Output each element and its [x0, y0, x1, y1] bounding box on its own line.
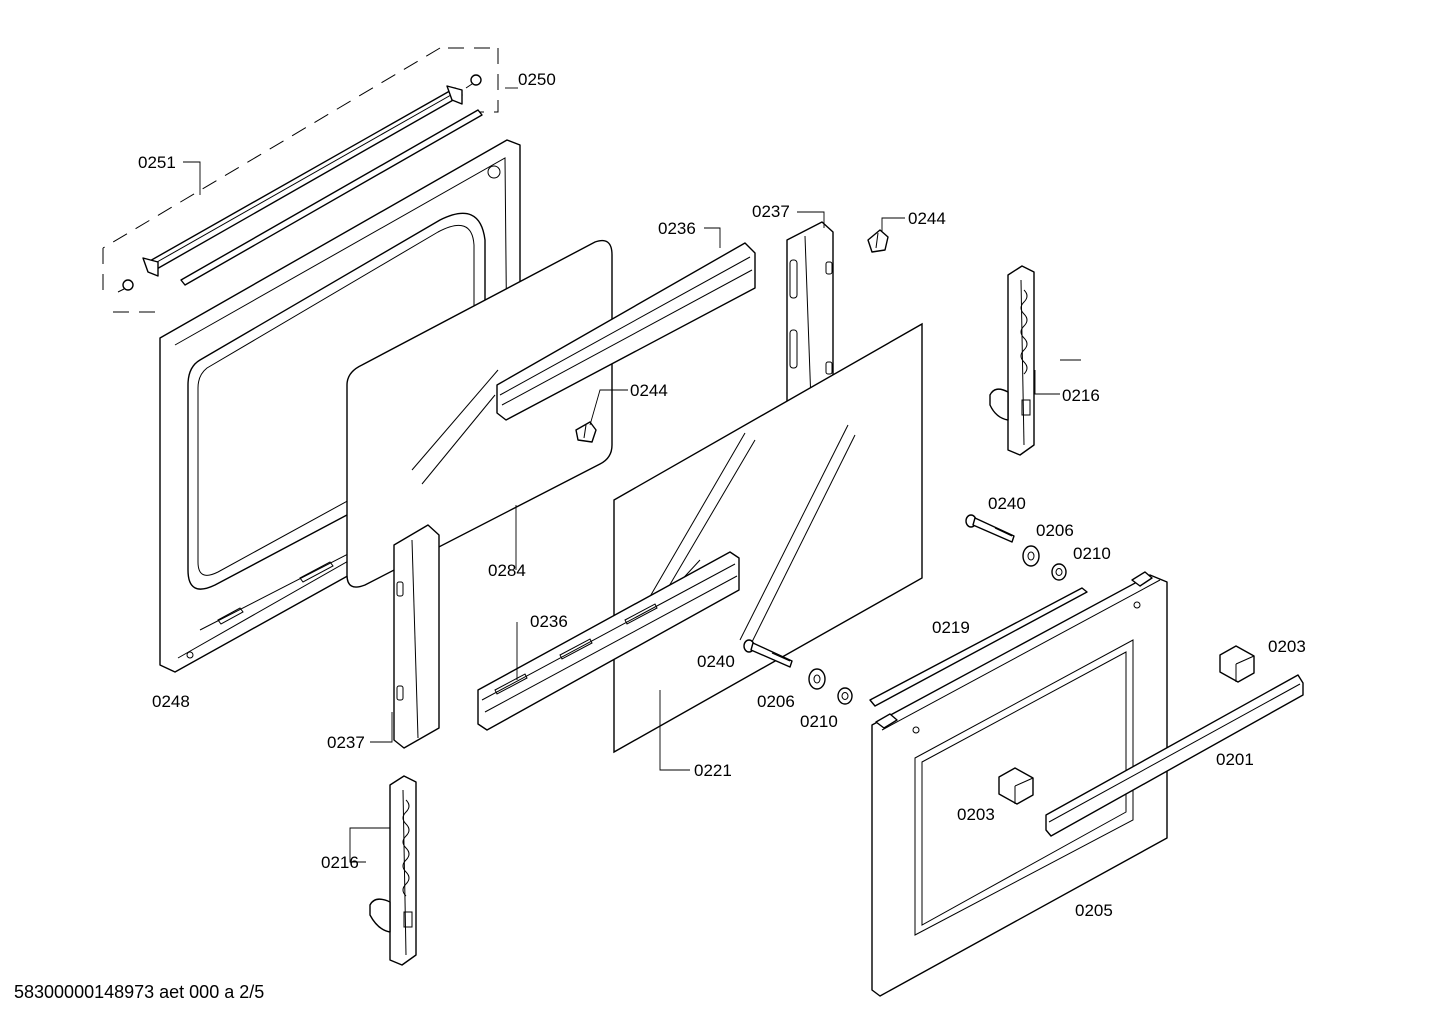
label-0206-upper: 0206	[1036, 521, 1074, 540]
label-0216-upper: 0216	[1062, 386, 1100, 405]
thin-strip-0250	[180, 109, 483, 286]
handle-mount-0203-left	[998, 767, 1034, 805]
label-0244-upper: 0244	[908, 209, 946, 228]
label-0219: 0219	[932, 618, 970, 637]
handle-mount-0203-right	[1219, 645, 1255, 683]
clip-0244-middle	[575, 421, 597, 443]
label-0203-left: 0203	[957, 805, 995, 824]
trim-strip-0251	[117, 74, 482, 293]
washer-0206-lower	[808, 668, 826, 690]
label-0284: 0284	[488, 561, 526, 580]
label-0250: 0250	[518, 70, 556, 89]
label-0244-middle: 0244	[630, 381, 668, 400]
part-labels: 0250 0251 0236 0237 0244 0216 0244 0240 …	[138, 70, 1306, 920]
leader-lines	[183, 87, 1081, 863]
rail-lower-0236	[477, 551, 740, 731]
inner-glass-pane-0284	[346, 239, 613, 588]
label-0251: 0251	[138, 153, 176, 172]
label-0221: 0221	[694, 761, 732, 780]
side-profile-0237-lower	[393, 524, 440, 749]
label-0236-lower: 0236	[530, 612, 568, 631]
label-0240-lower: 0240	[697, 652, 735, 671]
label-0203-right: 0203	[1268, 637, 1306, 656]
seal-strip-0219	[869, 587, 1088, 707]
label-0216-lower: 0216	[321, 853, 359, 872]
drawing-reference: 58300000148973 aet 000 a 2/5	[14, 982, 264, 1002]
handle-0201	[1045, 674, 1304, 837]
label-0237-upper: 0237	[752, 202, 790, 221]
hinge-0216-lower	[369, 775, 417, 966]
bolt-0240-upper	[965, 514, 1015, 543]
nut-0210-lower	[837, 687, 853, 705]
nut-0210-upper	[1051, 563, 1067, 581]
label-0248: 0248	[152, 692, 190, 711]
label-0210-upper: 0210	[1073, 544, 1111, 563]
label-0201: 0201	[1216, 750, 1254, 769]
clip-0244-upper	[867, 229, 889, 253]
label-0210-lower: 0210	[800, 712, 838, 731]
label-0237-lower: 0237	[327, 733, 365, 752]
label-0240-upper: 0240	[988, 494, 1026, 513]
label-0205: 0205	[1075, 901, 1113, 920]
bolt-0240-lower	[743, 639, 793, 668]
hinge-0216-upper	[989, 265, 1035, 456]
assembly-outline-0250-0251	[102, 47, 499, 313]
label-0236-upper: 0236	[658, 219, 696, 238]
rail-upper-0236	[496, 242, 756, 421]
middle-glass-pane-0221	[613, 322, 923, 754]
washer-0206-upper	[1022, 545, 1040, 567]
label-0206-lower: 0206	[757, 692, 795, 711]
